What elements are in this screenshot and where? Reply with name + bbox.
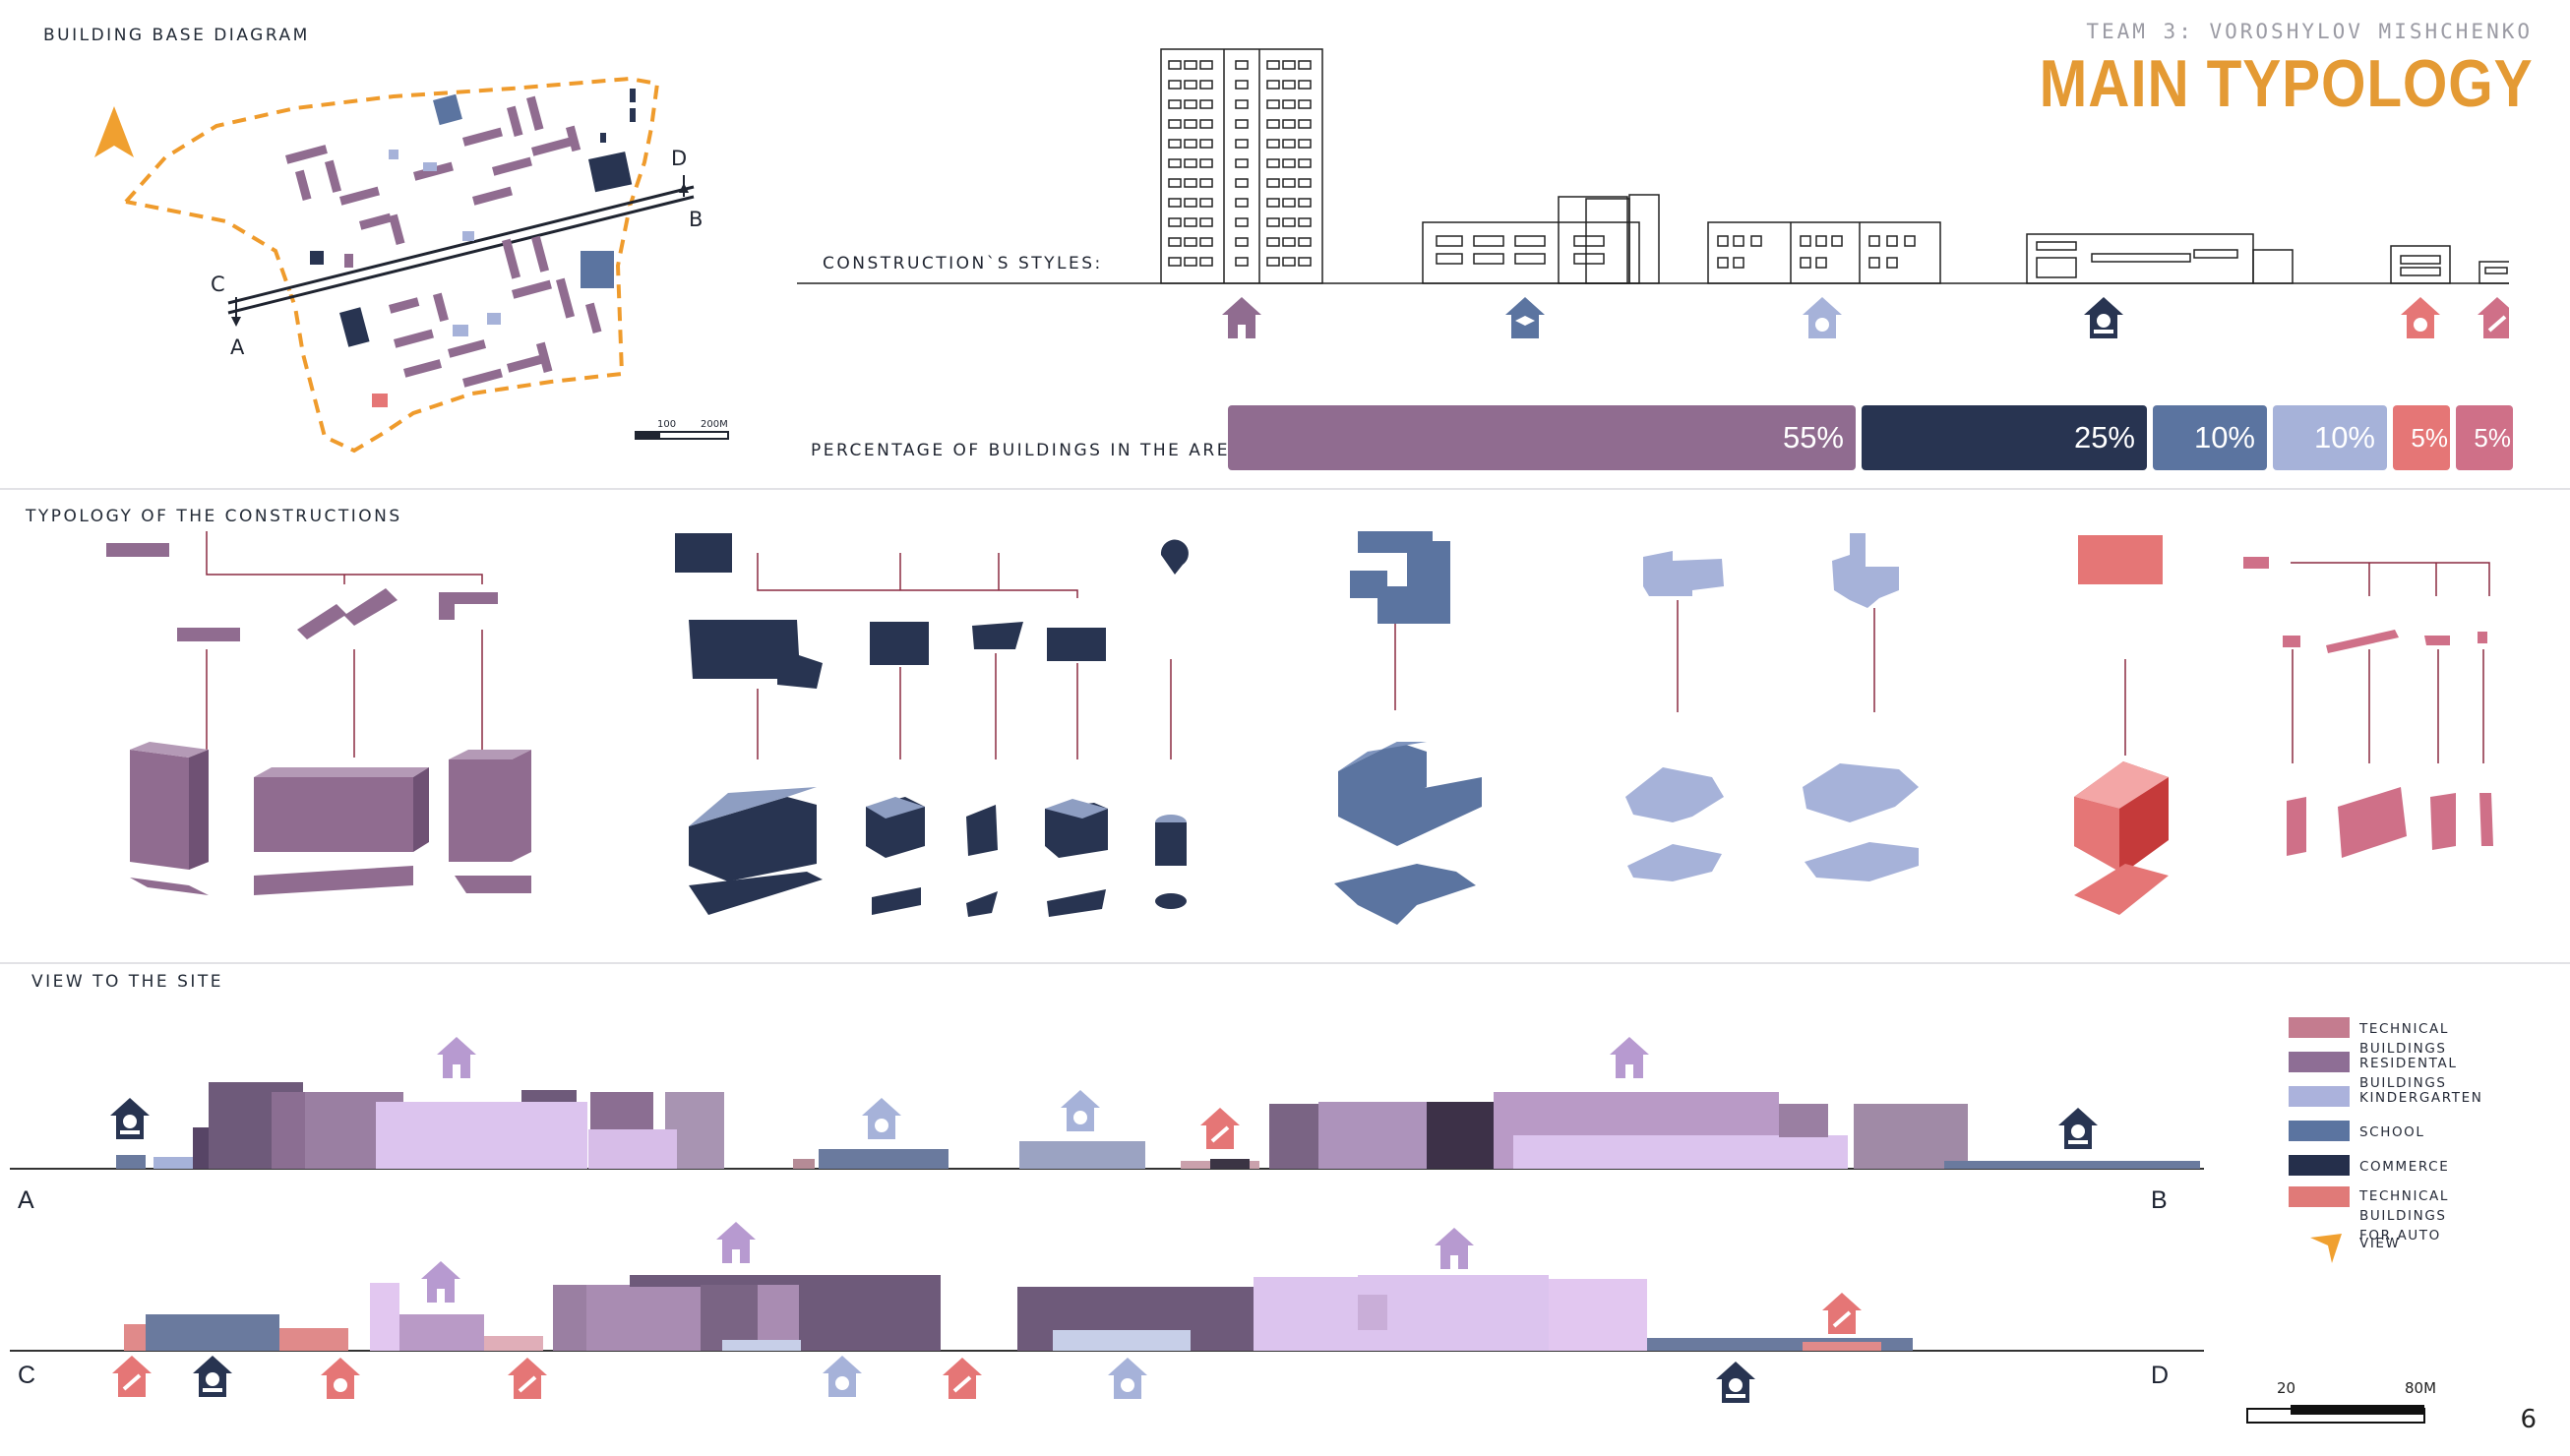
legend-school-swatch xyxy=(2289,1121,2350,1141)
typology-title: TYPOLOGY OF THE CONSTRUCTIONS xyxy=(26,507,402,526)
legend-view-label: VIEW xyxy=(2359,1236,2401,1251)
map-scale-100: 100 xyxy=(657,419,676,430)
elevation-school xyxy=(1422,194,1660,284)
construction-elevations xyxy=(797,48,2509,338)
bottom-scale: 20 80M xyxy=(2246,1379,2436,1424)
site-boundary xyxy=(124,76,660,454)
base-diagram-title: BUILDING BASE DIAGRAM xyxy=(43,26,310,45)
bottom-wrench-icon-3 xyxy=(943,1358,982,1399)
section-label-a: A xyxy=(18,1186,34,1214)
page-title: MAIN TYPOLOGY xyxy=(2039,46,2533,121)
scale-80: 80M xyxy=(2405,1379,2436,1397)
section-ab-buildings xyxy=(116,1082,2200,1169)
section-label-d: D xyxy=(2151,1362,2170,1389)
typology-auto xyxy=(2074,535,2169,915)
legend-residential-swatch xyxy=(2289,1052,2350,1072)
divider-top xyxy=(0,488,2570,490)
site-map: C A D B 100 200M xyxy=(94,76,729,454)
bottom-wheel-icon xyxy=(321,1358,360,1399)
percentage-bar-4: 10% xyxy=(2273,405,2387,470)
elevation-auto xyxy=(2390,245,2451,284)
legend-kindergarten-label: KINDERGARTEN xyxy=(2359,1090,2483,1106)
legend-commerce-swatch xyxy=(2289,1155,2350,1176)
legend-technical-label: TECHNICAL BUILDINGS xyxy=(2359,1021,2450,1057)
typology-commerce xyxy=(675,533,1189,917)
legend-residential-label: RESIDENTAL BUILDINGS xyxy=(2359,1056,2458,1091)
bottom-wrench-icon-2 xyxy=(508,1358,547,1399)
scale-20: 20 xyxy=(2277,1379,2295,1397)
section-label-b: B xyxy=(2151,1186,2168,1214)
page-number: 6 xyxy=(2520,1405,2537,1434)
map-residential-south xyxy=(389,235,602,388)
section-label-c: C xyxy=(18,1362,36,1389)
bottom-kindergarten-icon-2 xyxy=(1108,1358,1147,1399)
section-money-icon-2 xyxy=(2058,1108,2098,1149)
map-label-b: B xyxy=(689,208,703,231)
bottom-wrench-icon-1 xyxy=(112,1356,152,1397)
legend-technical-swatch xyxy=(2289,1017,2350,1038)
typology-kindergarten xyxy=(1625,533,1919,881)
map-scale-200: 200M xyxy=(701,419,728,430)
house-icon xyxy=(1222,297,1261,338)
construction-styles-label: CONSTRUCTION`S STYLES: xyxy=(823,254,1103,273)
section-kindergarten-icon-2 xyxy=(1061,1090,1100,1131)
section-house-icon-5 xyxy=(1435,1228,1474,1269)
percentage-bar-5: 5% xyxy=(2393,405,2450,470)
typology-technical xyxy=(2243,557,2493,858)
section-house-icon-3 xyxy=(421,1261,460,1303)
legend-commerce-label: COMMERCE xyxy=(2359,1159,2450,1175)
elevation-residential-tower xyxy=(1160,48,1323,284)
section-money-icon-1 xyxy=(110,1098,150,1139)
elevation-kindergarten xyxy=(1707,221,1941,284)
map-label-d: D xyxy=(671,147,687,170)
percentage-bar-3: 10% xyxy=(2153,405,2267,470)
section-house-icon-4 xyxy=(716,1222,756,1263)
map-label-c: C xyxy=(211,273,225,296)
legend-kindergarten-swatch xyxy=(2289,1086,2350,1107)
site-sections xyxy=(10,1037,2204,1403)
percentage-label: PERCENTAGE OF BUILDINGS IN THE AREA : xyxy=(811,441,1260,460)
percentage-bar-6: 5% xyxy=(2456,405,2513,470)
legend-school-label: SCHOOL xyxy=(2359,1124,2425,1140)
kindergarten-icon xyxy=(1803,297,1842,338)
percentage-bar-2: 25% xyxy=(1862,405,2147,470)
map-label-a: A xyxy=(230,335,245,359)
map-residential-north xyxy=(285,95,581,268)
wrench-icon xyxy=(2478,297,2509,338)
elevation-technical xyxy=(2478,261,2509,284)
school-cap-icon xyxy=(1505,297,1545,338)
money-icon xyxy=(2084,297,2123,338)
view-arrow-icon xyxy=(2310,1234,2342,1263)
typology-diagram xyxy=(106,531,2493,925)
view-title: VIEW TO THE SITE xyxy=(31,972,224,992)
section-wrench-icon-2 xyxy=(1822,1293,1862,1334)
legend-auto-swatch xyxy=(2289,1186,2350,1207)
bottom-money-icon-2 xyxy=(1716,1362,1755,1403)
section-house-icon-2 xyxy=(1610,1037,1649,1078)
percentage-bar-1: 55% xyxy=(1228,405,1856,470)
section-cd-buildings xyxy=(124,1275,1913,1351)
team-names: TEAM 3: VOROSHYLOV MISHCHENKO xyxy=(2086,20,2533,43)
bottom-kindergarten-icon-1 xyxy=(823,1356,862,1397)
typology-school xyxy=(1334,531,1482,925)
typology-residential xyxy=(106,531,531,895)
bottom-money-icon-1 xyxy=(193,1356,232,1397)
north-arrow-icon xyxy=(94,106,134,157)
section-kindergarten-icon-1 xyxy=(862,1098,901,1139)
elevation-commerce xyxy=(2026,233,2294,284)
wheel-icon xyxy=(2401,297,2440,338)
divider-middle xyxy=(0,962,2570,964)
section-wrench-icon-1 xyxy=(1200,1108,1240,1149)
section-house-icon-1 xyxy=(437,1037,476,1078)
